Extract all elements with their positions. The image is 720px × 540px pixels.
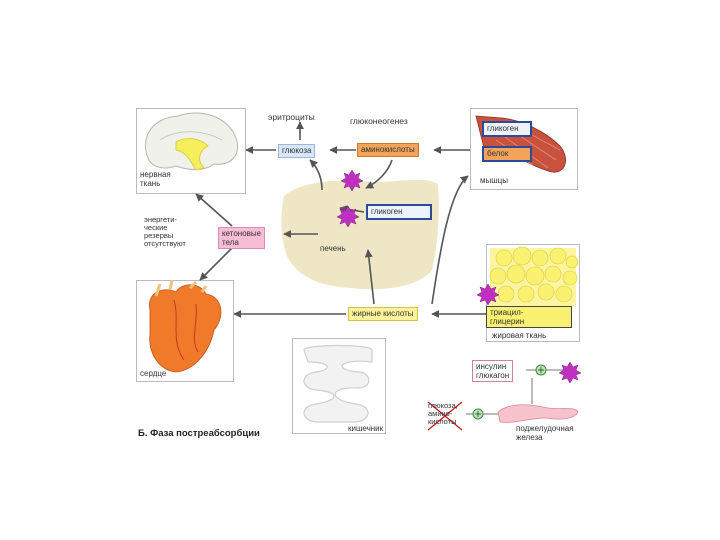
intestine-label: кишечник [348, 424, 383, 433]
amino-acids-box: аминокислоты [357, 143, 419, 157]
energy-reserves-label: энергети- ческие резервы отсутствуют [144, 216, 186, 248]
pancreas-inputs-label: глюкоза, амино- кислоты [428, 402, 458, 426]
triacylglycerol-box: триацил- глицерин [486, 306, 572, 328]
glycogen-muscle-box: гликоген [482, 121, 532, 137]
heart-image [149, 280, 221, 372]
intestine-image [304, 346, 372, 423]
gluconeogenesis-label: глюконеогенез [350, 116, 408, 126]
fatty-acids-box: жирные кислоты [348, 307, 418, 321]
insulin-glucagon-box: инсулин глюкагон [472, 360, 513, 382]
fat-label: жировая ткань [492, 331, 546, 340]
glycogen-liver-box: гликоген [366, 204, 432, 220]
ketone-bodies-box: кетоновые тела [218, 227, 265, 249]
pancreas-label: поджелудочная железа [516, 424, 574, 442]
liver-label: печень [320, 244, 346, 253]
glucose-box: глюкоза [278, 144, 315, 158]
glucagon-label: глюкагон [476, 371, 509, 380]
pancreas-image [498, 405, 578, 423]
fat-image [490, 247, 578, 306]
figure-caption: Б. Фаза постреабсорбции [138, 428, 260, 439]
heart-label: сердце [140, 369, 166, 378]
muscle-label: мышцы [480, 176, 508, 185]
insulin-label: инсулин [476, 362, 509, 371]
protein-muscle-box: белок [482, 146, 532, 162]
erythrocytes-label: эритроциты [268, 112, 315, 122]
brain-image [145, 113, 237, 170]
brain-label: нервная ткань [140, 170, 171, 188]
